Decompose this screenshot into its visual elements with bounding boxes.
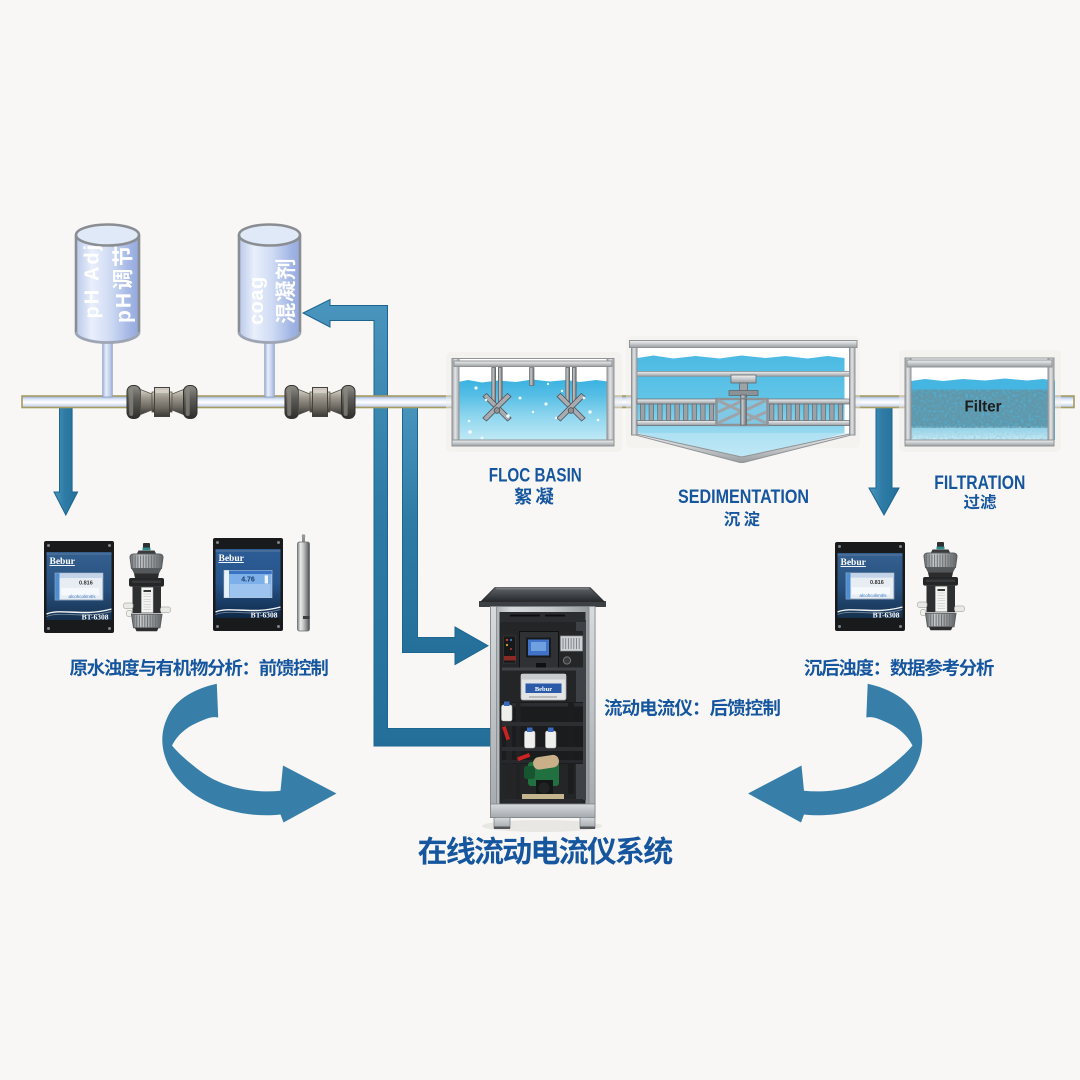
svg-text:pH: pH: [113, 291, 136, 323]
svg-text:Bebur: Bebur: [50, 557, 76, 567]
svg-text:4.76: 4.76: [241, 576, 255, 583]
svg-text:Bebur: Bebur: [535, 686, 552, 693]
svg-text:FILTRATION: FILTRATION: [934, 472, 1025, 494]
svg-text:FLOC BASIN: FLOC BASIN: [489, 465, 582, 487]
svg-text:alcohcolimit/s: alcohcolimit/s: [860, 593, 888, 598]
svg-text:Bebur: Bebur: [219, 554, 245, 564]
svg-text:0.816: 0.816: [79, 580, 93, 586]
svg-text:Bebur: Bebur: [841, 558, 867, 568]
svg-text:BT-6308: BT-6308: [873, 611, 900, 620]
svg-text:0.816: 0.816: [870, 580, 884, 586]
svg-text:pH Adj: pH Adj: [82, 243, 104, 319]
svg-text:BT-6308: BT-6308: [251, 611, 278, 620]
svg-text:alcohcolimit/s: alcohcolimit/s: [69, 594, 97, 599]
svg-text:Filter: Filter: [965, 399, 1002, 416]
svg-text:BT-6308: BT-6308: [82, 613, 109, 622]
svg-text:SEDIMENTATION: SEDIMENTATION: [678, 486, 809, 508]
svg-text:coag: coag: [246, 276, 268, 325]
